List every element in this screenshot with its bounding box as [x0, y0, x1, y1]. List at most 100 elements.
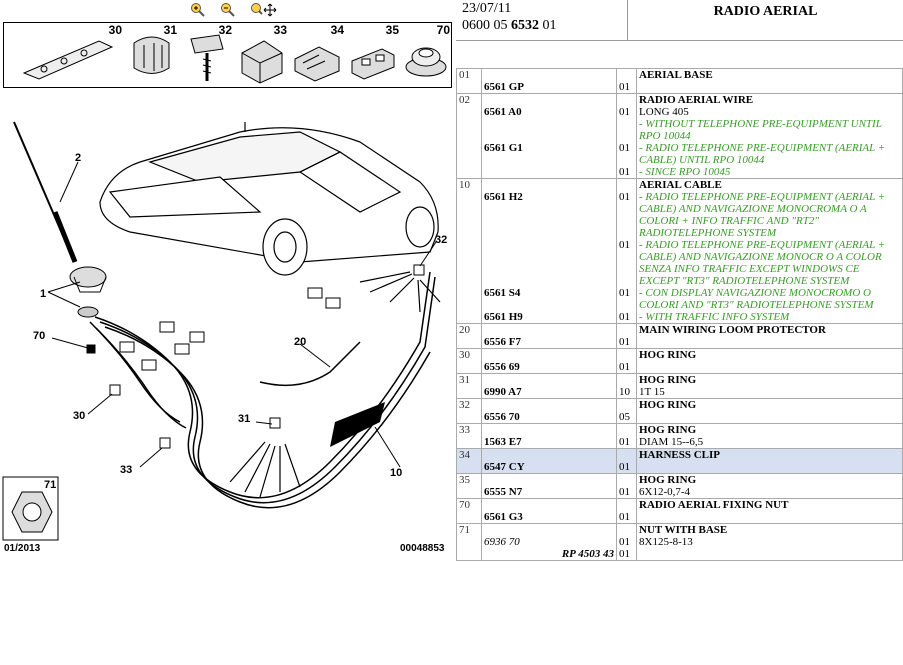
part-ref[interactable]: 6561 A0 [484, 106, 522, 118]
zoom-out-icon [221, 3, 235, 17]
thumb-32[interactable]: 32 [179, 23, 234, 87]
part-desc: HOG RING [639, 374, 697, 386]
part-ref[interactable] [484, 239, 614, 251]
part-ref[interactable]: 6561 S4 [484, 287, 521, 299]
qty-cell: 10 [616, 373, 637, 399]
part-note: - RADIO TELEPHONE PRE-EQUIPMENT (AERIAL … [639, 239, 886, 287]
pos-cell: 01 [456, 68, 482, 94]
part-sub: 1T 15 [639, 386, 665, 398]
part-ref[interactable]: 6556 69 [484, 361, 520, 373]
part-ref[interactable]: 6561 H9 [484, 311, 523, 323]
callout-32[interactable]: 32 [435, 234, 448, 246]
thumb-70[interactable]: 70 [401, 23, 452, 87]
callout-2[interactable]: 2 [75, 152, 82, 164]
part-desc: RADIO AERIAL FIXING NUT [639, 499, 789, 511]
thumb-31[interactable]: 31 [124, 23, 179, 87]
part-ref[interactable]: 6990 A7 [484, 386, 522, 398]
callout-1[interactable]: 1 [40, 288, 47, 300]
pos-cell: 31 [456, 373, 482, 399]
ref-cell: 6561 GP [481, 68, 617, 94]
part-ref[interactable]: 6555 N7 [484, 486, 523, 498]
callout-30[interactable]: 30 [73, 410, 86, 422]
header-date: 23/07/11 [462, 1, 512, 16]
part-qty: 01 [619, 191, 630, 203]
thumb-33[interactable]: 33 [234, 23, 289, 87]
part-desc: AERIAL CABLE [639, 179, 722, 191]
part-qty: 01 [619, 106, 630, 118]
pan-button[interactable] [250, 2, 278, 18]
part-ref[interactable]: 6561 H2 [484, 191, 523, 203]
part-qty: 01 [619, 436, 630, 448]
aerial-wiring-diagram [2, 121, 441, 541]
part-qty: 01 [619, 548, 630, 560]
qty-cell: 01 [616, 423, 637, 449]
part-desc: MAIN WIRING LOOM PROTECTOR [639, 324, 826, 336]
part-ref[interactable]: 6561 GP [484, 81, 525, 93]
callout-71[interactable]: 71 [44, 479, 57, 491]
exploded-diagram: 2 1 70 30 33 31 20 10 32 71 [0, 92, 455, 562]
pos-cell: 70 [456, 498, 482, 524]
part-qty: 01 [619, 166, 630, 178]
zoom-in-button[interactable] [190, 2, 206, 18]
qty-cell: 01 [616, 323, 637, 349]
thumb-35[interactable]: 35 [346, 23, 401, 87]
thumb-30[interactable]: 30 [4, 23, 124, 87]
part-qty: 01 [619, 142, 630, 154]
part-desc: HOG RING [639, 399, 697, 411]
part-ref[interactable]: 6547 CY [484, 461, 525, 473]
header-codes: 23/07/11 0600 05 6532 01 [456, 0, 628, 41]
part-ref[interactable]: RP 4503 43 [561, 548, 614, 560]
part-ref[interactable] [484, 166, 614, 178]
callout-31[interactable]: 31 [238, 413, 251, 425]
part-ref[interactable]: 6561 G1 [484, 142, 523, 154]
part-desc: HARNESS CLIP [639, 449, 720, 461]
pos-cell: 35 [456, 473, 482, 499]
callout-70[interactable]: 70 [33, 330, 46, 342]
callout-33[interactable]: 33 [120, 464, 133, 476]
part-ref[interactable]: 6556 F7 [484, 336, 521, 348]
header-code: 0600 05 6532 01 [462, 18, 557, 33]
part-ref[interactable]: 6936 70 [484, 536, 520, 548]
part-ref[interactable]: 6561 G3 [484, 511, 523, 523]
part-desc: AERIAL BASE [639, 69, 713, 81]
part-desc: HOG RING [639, 424, 697, 436]
ref-cell: 6547 CY [481, 448, 617, 474]
pos-cell: 71 [456, 523, 482, 561]
callout-10[interactable]: 10 [390, 467, 403, 479]
part-qty: 01 [619, 81, 630, 93]
part-qty: 01 [619, 511, 630, 523]
callout-20[interactable]: 20 [294, 336, 307, 348]
part-ref[interactable]: 6556 70 [484, 411, 520, 423]
qty-cell: 01 [616, 473, 637, 499]
part-note: - WITH TRAFFIC INFO SYSTEM [639, 311, 790, 323]
part-ref[interactable]: 1563 E7 [484, 436, 522, 448]
part-note: - RADIO TELEPHONE PRE-EQUIPMENT (AERIAL … [639, 142, 886, 166]
part-sub: DIAM 15--6,5 [639, 436, 704, 448]
part-qty: 01 [619, 239, 630, 251]
desc-cell: HOG RING [636, 398, 903, 424]
thumb-34[interactable]: 34 [289, 23, 346, 87]
diagram-code: 00048853 [400, 543, 445, 554]
zoom-out-button[interactable] [220, 2, 236, 18]
part-qty: 01 [619, 336, 630, 348]
part-desc: HOG RING [639, 349, 697, 361]
desc-cell: AERIAL BASE [636, 68, 903, 94]
part-desc: NUT WITH BASE [639, 524, 728, 536]
